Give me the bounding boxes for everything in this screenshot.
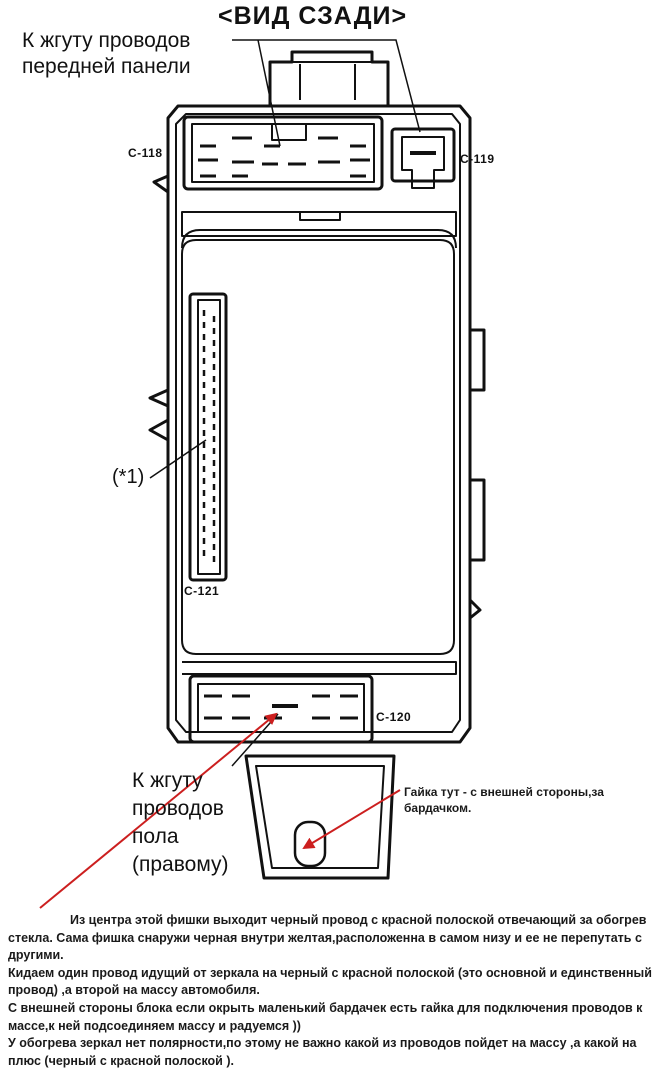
- label-c120: C-120: [376, 710, 412, 724]
- note-mark: (*1): [112, 466, 145, 488]
- red-arrow-connector: [39, 712, 278, 909]
- block-housing: [166, 104, 472, 744]
- connector-c118: [182, 115, 384, 191]
- instruction-paragraph-4: У обогрева зеркал нет полярности,по этом…: [8, 1036, 637, 1068]
- main-panel: [181, 239, 455, 655]
- label-floor-harness-4: (правому): [132, 853, 229, 876]
- instruction-paragraph-1: Из центра этой фишки выходит черный пров…: [8, 913, 647, 963]
- leader-front-panel: [232, 39, 421, 133]
- label-c119: C-119: [460, 152, 495, 166]
- nut-note-line-1: Гайка тут - с внешней стороны,за: [404, 785, 604, 799]
- connector-c120: [188, 674, 374, 744]
- label-c121: C-121: [184, 584, 220, 598]
- leader-floor: [231, 713, 279, 767]
- label-floor-harness-2: проводов: [132, 797, 224, 820]
- connector-c121: [188, 292, 228, 582]
- instruction-paragraph-3: С внешней стороны блока если окрыть мале…: [8, 1000, 643, 1033]
- nut-slot: [293, 820, 327, 868]
- label-front-harness-1: К жгуту проводов: [22, 29, 191, 52]
- fuse-block-diagram: [39, 39, 486, 909]
- view-title: <ВИД СЗАДИ>: [218, 2, 408, 30]
- connector-c119: [390, 127, 456, 183]
- label-front-harness-2: передней панели: [22, 55, 191, 78]
- nut-location-note: Гайка тут - с внешней стороны,за бардачк…: [404, 784, 604, 816]
- instruction-paragraph-2: Кидаем один провод идущий от зеркала на …: [8, 965, 652, 998]
- leader-c121: [149, 439, 207, 479]
- red-arrow-nut: [302, 789, 401, 850]
- instruction-text: Из центра этой фишки выходит черный пров…: [8, 912, 664, 1070]
- label-floor-harness-1: К жгуту: [132, 769, 203, 792]
- lower-bracket: [244, 754, 396, 880]
- top-mount-tab: [268, 50, 390, 106]
- label-floor-harness-3: пола: [132, 825, 179, 848]
- label-c118: C-118: [128, 146, 163, 160]
- nut-note-line-2: бардачком.: [404, 801, 472, 815]
